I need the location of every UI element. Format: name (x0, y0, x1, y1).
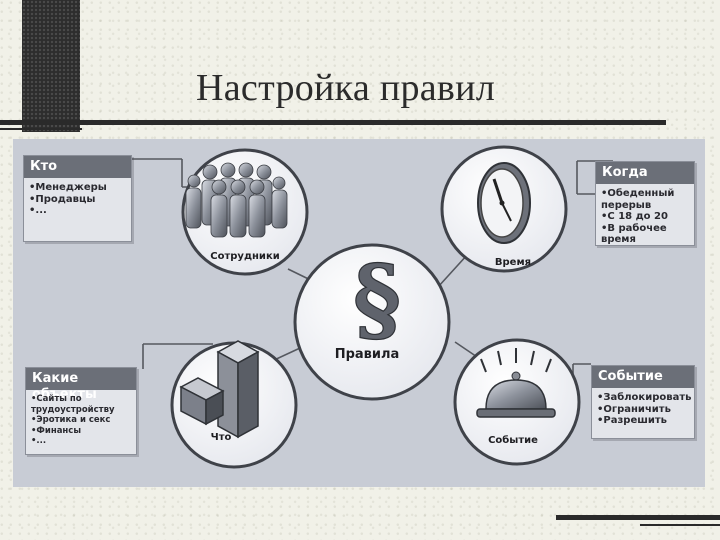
section-sign-icon: § (352, 244, 401, 353)
list-item: •Финансы (31, 425, 82, 436)
list-item: •Продавцы (29, 193, 96, 205)
list-item: •Эротика и секс (31, 415, 111, 425)
list-item: •... (31, 436, 47, 446)
node-label-objects: Что (210, 432, 232, 443)
footer-divider-thin (640, 524, 720, 526)
node-label-time: Время (494, 257, 532, 268)
list-item: перерыв (601, 199, 652, 211)
slide-title: Настройка правил (196, 67, 496, 109)
list-item: трудоустройству (31, 404, 115, 415)
box-what-list: •Сайты по трудоустройству •Эротика и сек… (26, 390, 136, 451)
service-bell-icon (476, 348, 556, 418)
box-what: Какие объекты •Сайты по трудоустройству … (25, 367, 137, 455)
list-item: •Ограничить (597, 403, 671, 415)
box-who: Кто •Менеджеры •Продавцы •... (23, 155, 132, 242)
box-who-list: •Менеджеры •Продавцы •... (24, 178, 131, 221)
box-event-title: Событие (592, 366, 694, 388)
list-item: •Заблокировать (597, 392, 692, 403)
title-divider (0, 120, 666, 125)
list-item: •В рабочее время (601, 222, 667, 246)
box-who-title: Кто (24, 156, 131, 178)
footer-divider (556, 515, 720, 520)
node-label-event: Событие (488, 435, 538, 446)
box-when: Когда •Обеденный перерыв •С 18 до 20 •В … (595, 161, 695, 246)
list-item: •... (29, 205, 47, 216)
node-label-employees: Сотрудники (210, 251, 280, 262)
node-center-circle (293, 243, 451, 401)
list-item: •Обеденный (601, 188, 675, 199)
cube-stack-icon (179, 340, 260, 439)
svg-text:§: § (353, 245, 401, 353)
rules-diagram: § Сотрудники Время Правила (13, 139, 705, 487)
connector-time-center (437, 253, 469, 288)
box-when-list: •Обеденный перерыв •С 18 до 20 •В рабоче… (596, 184, 694, 250)
decorative-side-bar (22, 0, 80, 132)
list-item: •Разрешить (597, 415, 667, 426)
list-item: •Менеджеры (29, 182, 107, 193)
list-item: •Сайты по (31, 394, 82, 404)
people-group-icon (185, 162, 288, 238)
box-when-title: Когда (596, 162, 694, 184)
box-event-list: •Заблокировать •Ограничить •Разрешить (592, 388, 694, 431)
diagram-graphics: § (131, 145, 613, 469)
clock-icon (477, 162, 531, 244)
list-item: •С 18 до 20 (601, 211, 668, 222)
title-divider-thin (0, 128, 82, 130)
node-label-center: Правила (334, 347, 400, 362)
box-event: Событие •Заблокировать •Ограничить •Разр… (591, 365, 695, 439)
box-what-title: Какие объекты (26, 368, 136, 402)
